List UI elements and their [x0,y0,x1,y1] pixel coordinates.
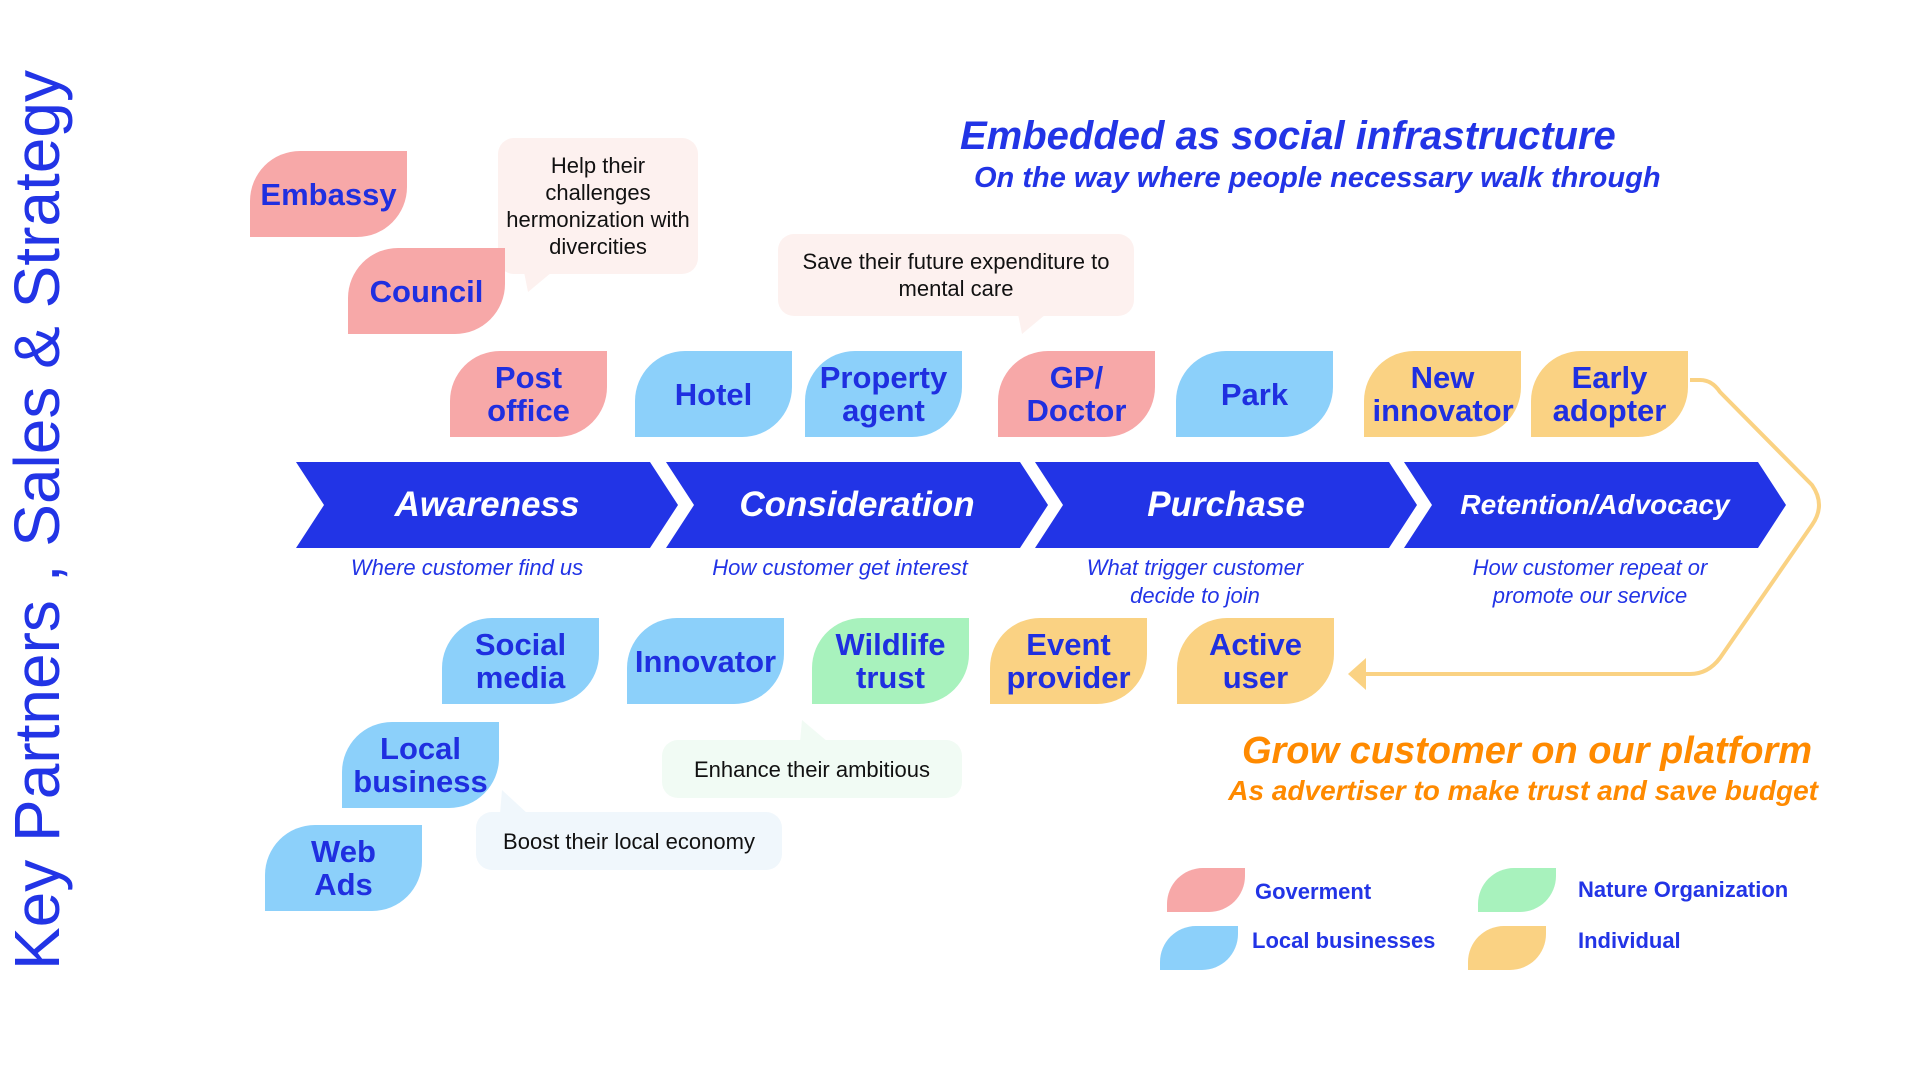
partner-label: New innovator [1372,360,1514,428]
partner-label: Post office [487,360,570,428]
top-headline-subtitle: On the way where people necessary walk t… [974,162,1661,194]
stage-label: Consideration [739,485,975,524]
bottom-headline-title: Grow customer on our platform [1241,730,1812,772]
bubble-mental-care-tail [1018,314,1046,334]
stage-purchase: Purchase [1035,462,1417,548]
partner-gp-doctor: GP/ Doctor [998,351,1155,437]
partner-label: Social media [474,627,567,695]
legend-label-individual: Individual [1578,928,1681,953]
bubble-local-economy: Boost their local economy [476,812,782,870]
partner-park: Park [1176,351,1333,437]
partner-embassy: Embassy [250,151,407,237]
top-headline: Embedded as social infrastructure On the… [960,112,1680,196]
stage-awareness-sub: Where customer find us [350,555,584,580]
bubble-local-economy-text: Boost their local economy [503,828,755,854]
partner-label: Property agent [819,360,948,428]
partner-web-ads: Web Ads [265,825,422,911]
stage-label: Awareness [394,485,580,524]
partner-council: Council [348,248,505,334]
stage-label: Purchase [1147,485,1305,524]
partner-label: Event provider [1006,627,1131,695]
bubble-ambitious-tail [800,720,828,742]
bottom-headline-subtitle: As advertiser to make trust and save bud… [1228,775,1818,806]
partner-label: GP/ Doctor [1026,360,1127,428]
partner-property-agent: Property agent [805,351,962,437]
partner-new-innovator: New innovator [1364,351,1521,437]
top-headline-title: Embedded as social infrastructure [960,114,1616,158]
partner-label: Hotel [674,376,753,412]
bubble-ambitious: Enhance their ambitious [662,740,962,798]
partner-label: Local business [353,731,488,799]
loop-arrowhead [1348,658,1366,690]
partner-active-user: Active user [1177,618,1334,704]
stage-retention-sub: How customer repeat or promote our servi… [1472,555,1708,608]
partner-label: Early adopter [1552,360,1667,428]
stage-consideration-sub: How customer get interest [712,555,968,580]
partner-post-office: Post office [450,351,607,437]
bubble-challenges-text: Help their challenges hermonization with… [506,153,690,259]
stage-label: Retention/Advocacy [1460,489,1730,520]
partner-innovator: Innovator [627,618,784,704]
partner-label: Council [369,273,484,309]
bubble-local-economy-tail [500,790,528,814]
partner-wildlife-trust: Wildlife trust [812,618,969,704]
partner-label: Park [1220,376,1289,412]
legend-label-goverment: Goverment [1255,879,1372,904]
bubble-challenges: Help their challenges hermonization with… [498,138,698,274]
bubble-mental-care-text: Save their future expenditure to mental … [802,249,1110,301]
partner-early-adopter: Early adopter [1531,351,1688,437]
stage-retention: Retention/Advocacy [1404,462,1786,548]
legend-label-nature: Nature Organization [1578,877,1789,902]
legend-label-local: Local businesses [1252,928,1436,953]
bubble-mental-care: Save their future expenditure to mental … [778,234,1134,316]
partner-label: Embassy [260,176,397,212]
stage-consideration: Consideration [666,462,1048,548]
stage-awareness: Awareness [296,462,678,548]
partner-hotel: Hotel [635,351,792,437]
partner-label: Active user [1208,627,1303,695]
bubble-challenges-tail [524,272,552,292]
partner-social-media: Social media [442,618,599,704]
partner-label: Web Ads [311,834,376,902]
partner-local-business: Local business [342,722,499,808]
partner-label: Innovator [634,643,777,679]
stage-purchase-sub: What trigger customer decide to join [1086,555,1304,608]
bubble-ambitious-text: Enhance their ambitious [693,756,931,782]
partner-event-provider: Event provider [990,618,1147,704]
partner-label: Wildlife trust [835,627,946,695]
bottom-headline: Grow customer on our platform As adverti… [1158,728,1818,808]
